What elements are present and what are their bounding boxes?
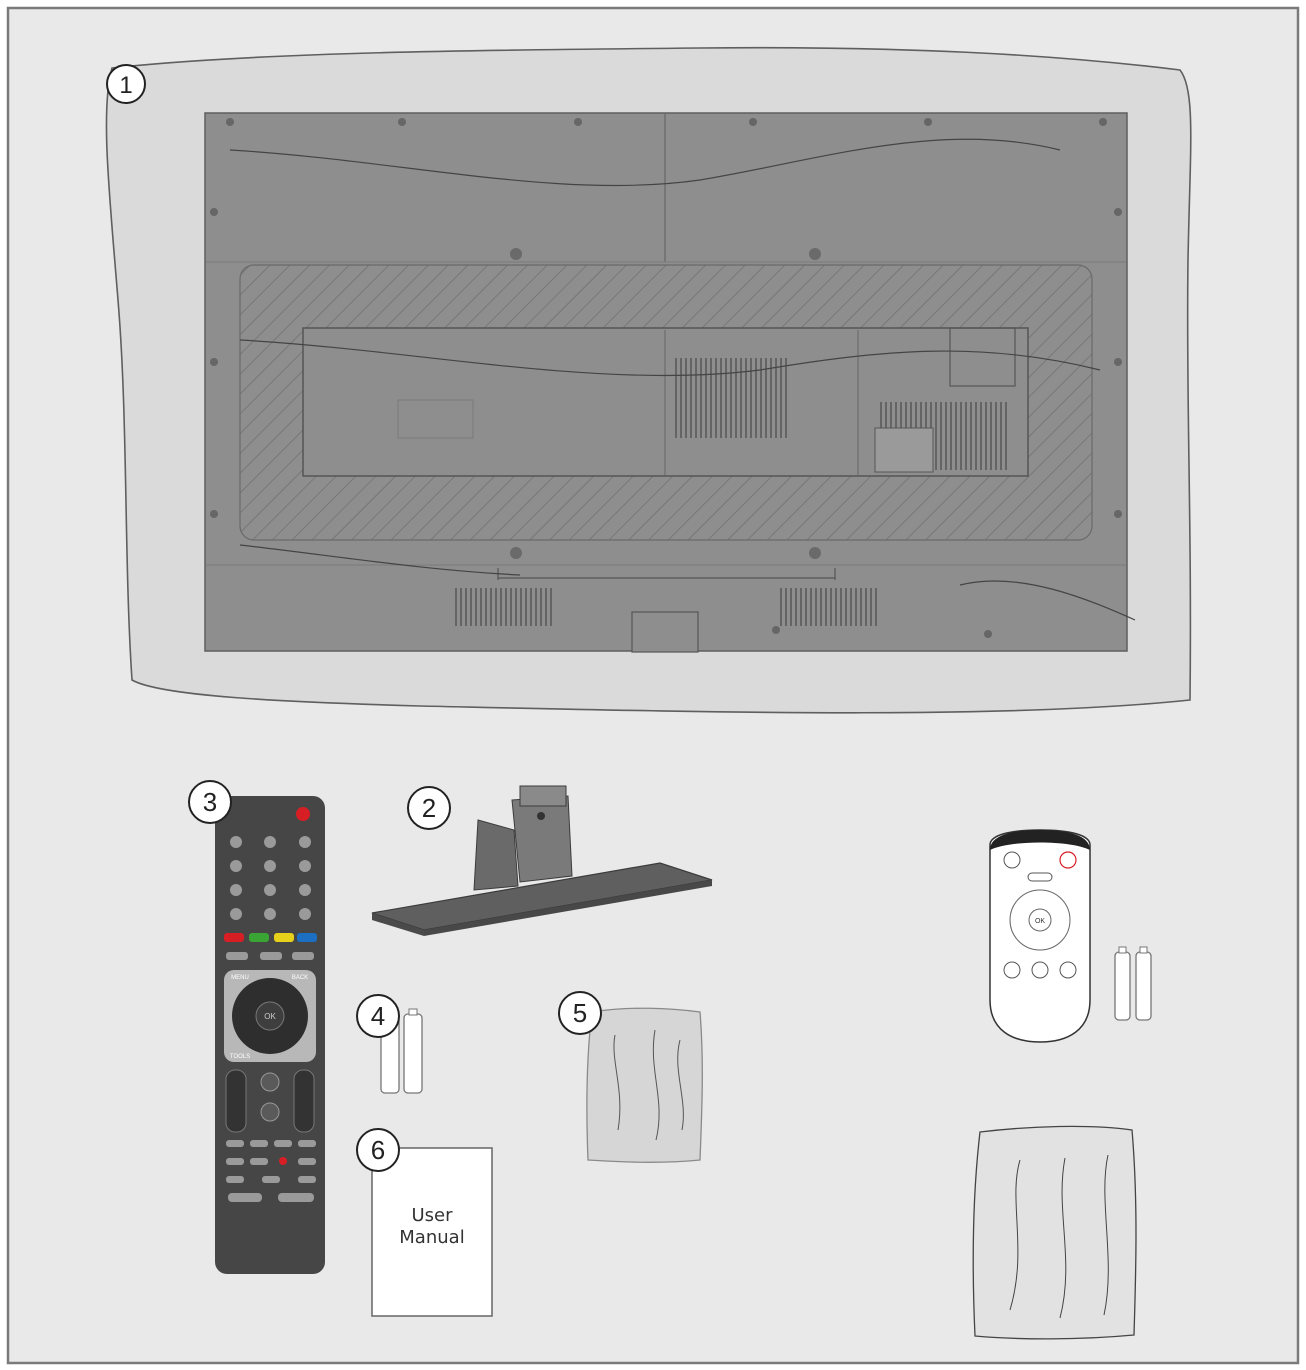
- stand-neck: [473, 819, 519, 891]
- smart-remote-ok-label: OK: [1035, 918, 1045, 925]
- user-manual-line-2: Manual: [399, 1227, 465, 1248]
- mute-button: [260, 1102, 280, 1122]
- volume-rocker: [225, 1069, 247, 1133]
- smart-remote: OK: [989, 829, 1091, 1043]
- callout-5-label: 5: [573, 998, 587, 1028]
- menu-label: MENU: [231, 975, 249, 981]
- callout-6: 6: [356, 1128, 400, 1172]
- callout-6-label: 6: [371, 1135, 385, 1165]
- user-manual: [371, 1147, 493, 1317]
- red-button: [224, 933, 244, 942]
- power-button: [296, 807, 310, 821]
- battery-right: [403, 1013, 423, 1094]
- user-manual-line-1: User: [411, 1205, 453, 1226]
- callout-4: 4: [356, 994, 400, 1038]
- back-label: BACK: [292, 975, 308, 981]
- callout-3: 3: [188, 780, 232, 824]
- green-button: [249, 933, 269, 942]
- user-manual-title: User Manual: [372, 1205, 492, 1249]
- tv-stand: [371, 785, 713, 936]
- ok-label: OK: [264, 1012, 276, 1021]
- callout-2: 2: [407, 786, 451, 830]
- tools-label: TOOLS: [230, 1054, 250, 1060]
- blue-button: [297, 933, 317, 942]
- number-keypad: [230, 836, 311, 920]
- tv-in-protective-bag: [105, 46, 1192, 714]
- yellow-button: [274, 933, 294, 942]
- channel-rocker: [293, 1069, 315, 1133]
- callout-5: 5: [558, 991, 602, 1035]
- cleaning-cloth-alternate: [972, 1125, 1137, 1340]
- callout-4-label: 4: [371, 1001, 385, 1031]
- callout-2-label: 2: [422, 793, 436, 823]
- cleaning-cloth: [586, 1007, 703, 1163]
- smart-remote-batteries: [1114, 946, 1152, 1021]
- callout-1: 1: [106, 64, 146, 104]
- ok-button: [255, 1001, 285, 1031]
- callout-1-label: 1: [119, 72, 132, 99]
- callout-3-label: 3: [203, 787, 217, 817]
- remote-control: OK MENU BACK TOOLS: [215, 796, 325, 1274]
- smart-remote-ok-button: [1028, 908, 1052, 932]
